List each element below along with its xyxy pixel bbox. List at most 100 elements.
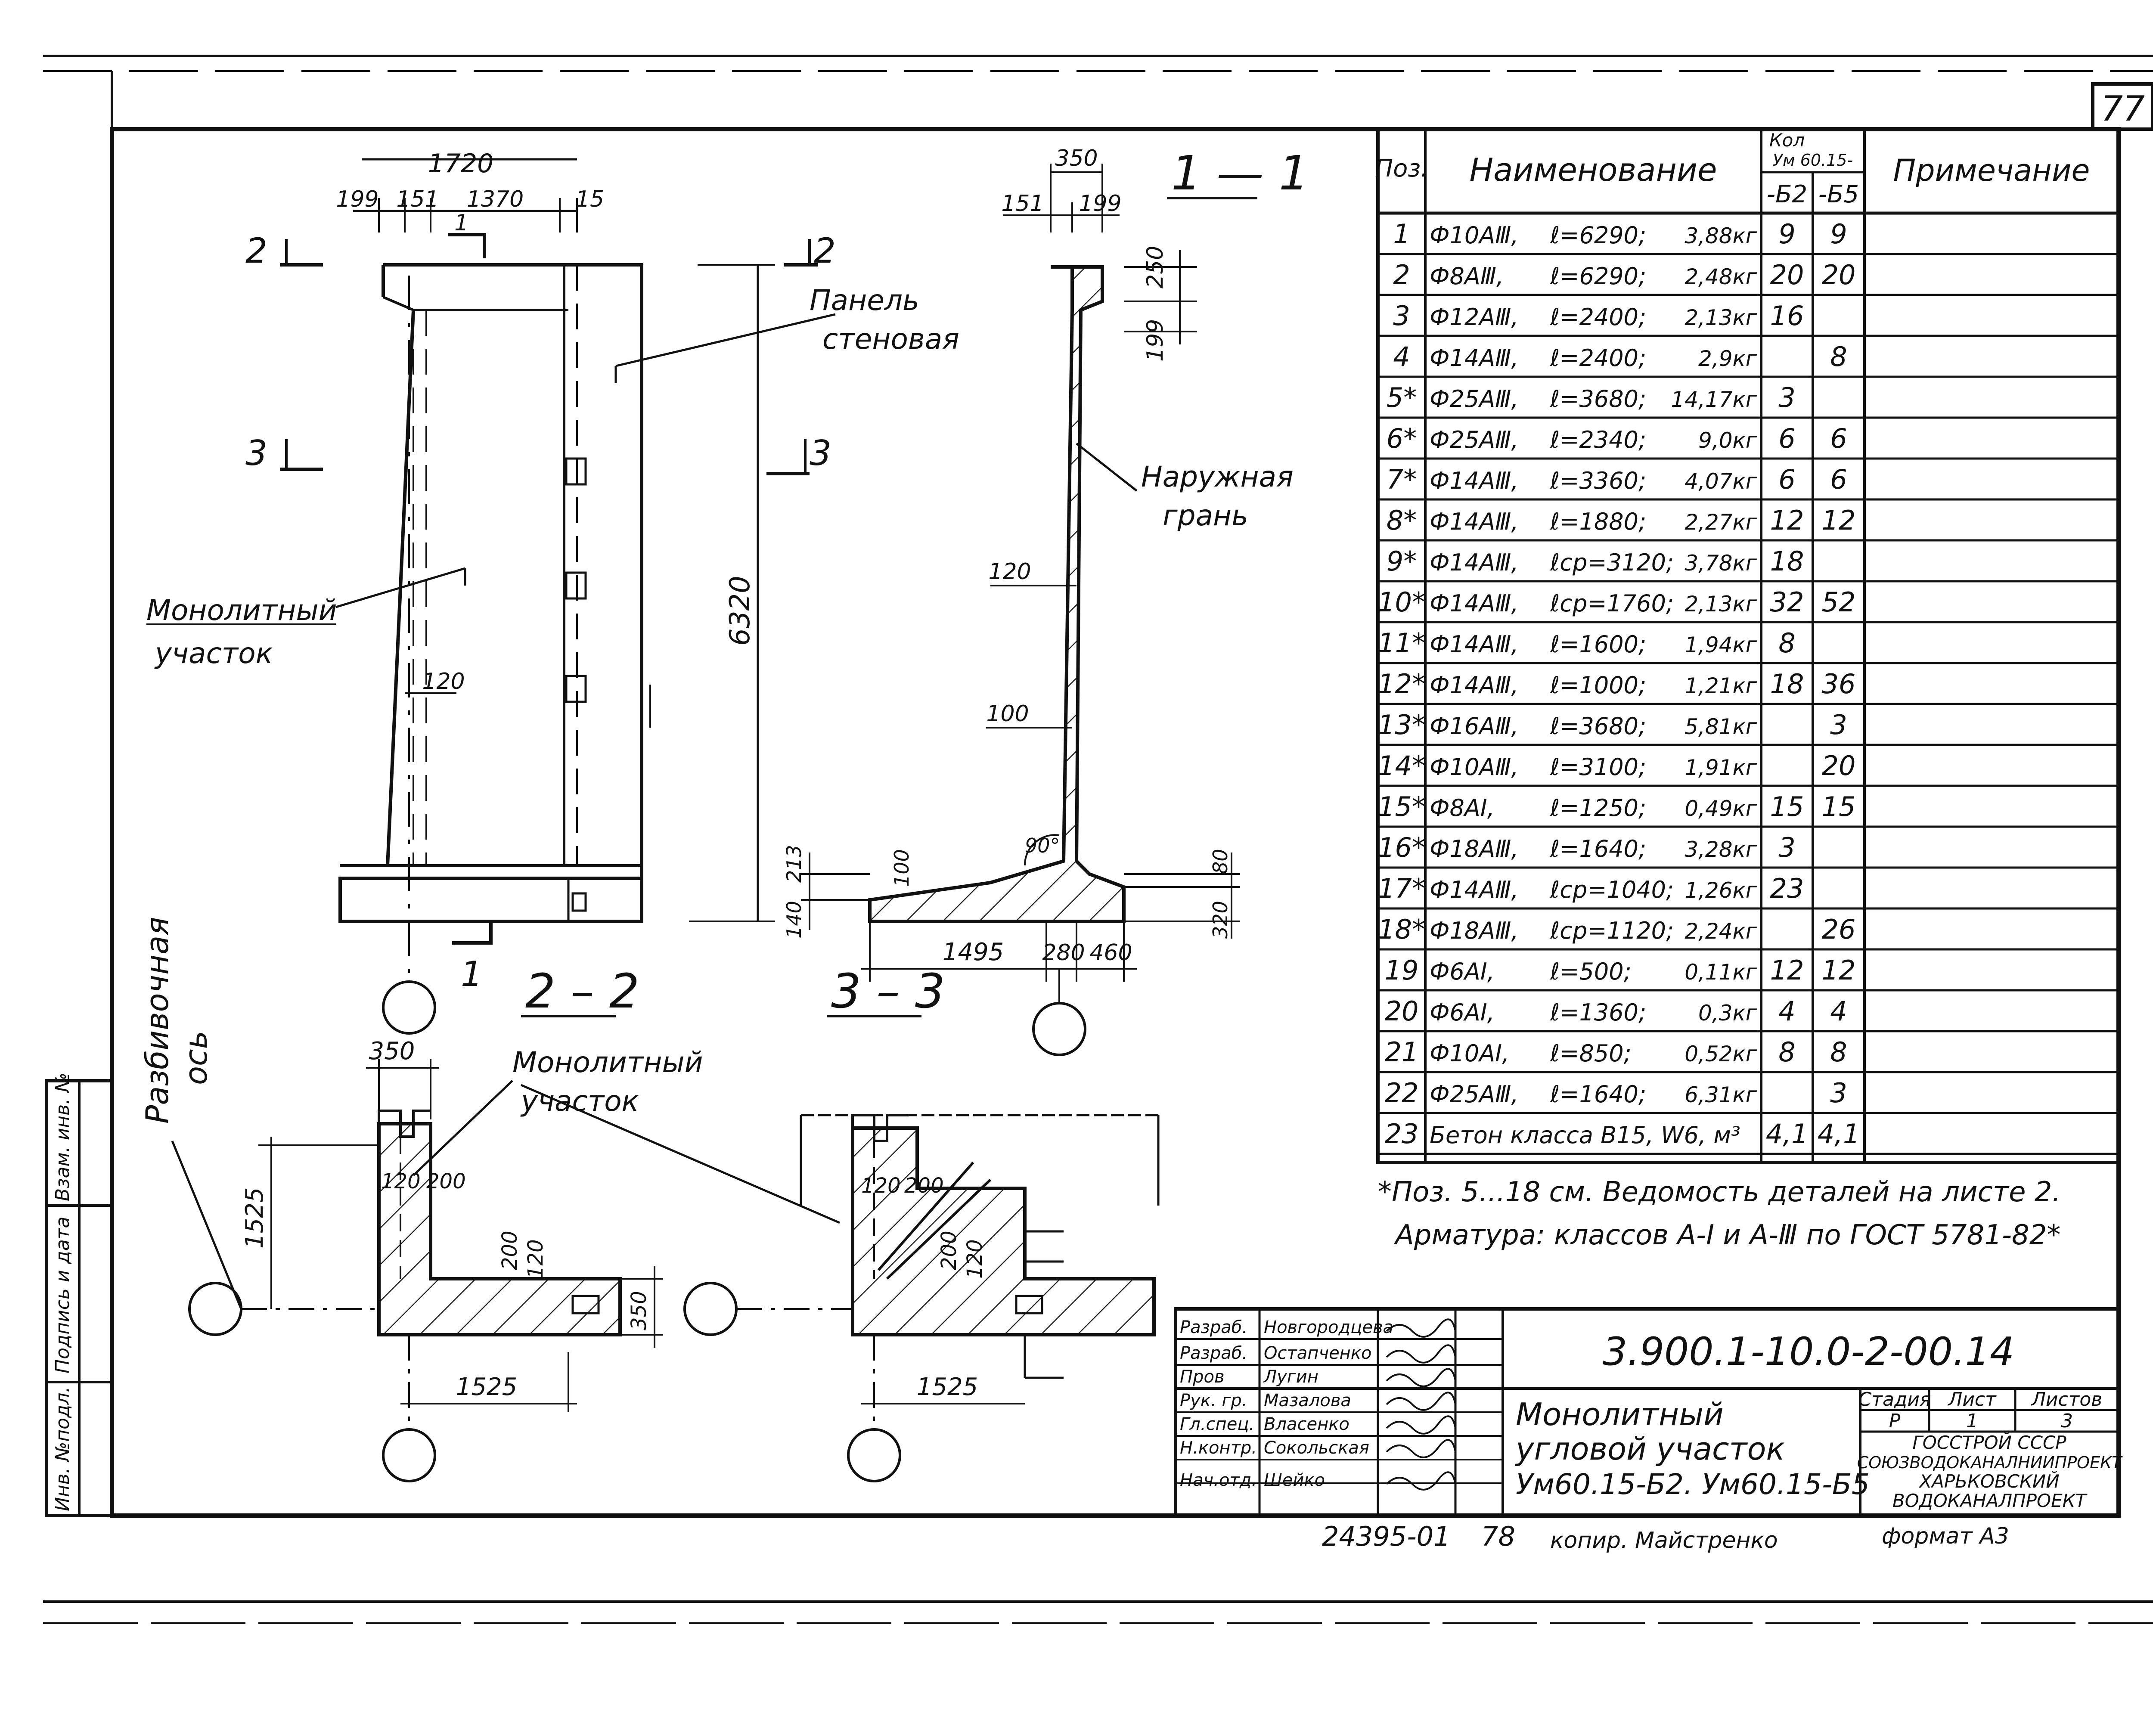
spec-qty-b5: 9: [1830, 218, 1847, 250]
plan-2-2-profile: [377, 1122, 622, 1336]
spec-qty-b2: 32: [1770, 586, 1804, 618]
spec-length: ℓ=6290;: [1550, 263, 1646, 290]
spec-qty-b5: 26: [1822, 914, 1856, 945]
spec-length: ℓ=3100;: [1550, 753, 1646, 781]
axis-marker-front: [382, 980, 436, 1035]
spec-qty-b5: 6: [1830, 464, 1847, 495]
sheet-value: 1: [1966, 1410, 1978, 1432]
org-line-1: ГОССТРОЙ СССР: [1912, 1432, 2066, 1453]
spec-mass: 1,94кг: [1685, 632, 1757, 657]
cut-3-right: 3: [810, 433, 831, 473]
dim-140: 140: [782, 901, 806, 939]
plan-2-2: Разбивочная ось 350 Монолитный участок 1…: [139, 917, 840, 1482]
spec-qty-b5: 36: [1822, 668, 1856, 700]
spec-qty-b5: 8: [1830, 1036, 1847, 1068]
spec-mass: 2,48кг: [1685, 264, 1757, 289]
spec-qty-b2: 8: [1778, 1036, 1795, 1068]
spec-mass: 1,26кг: [1685, 878, 1757, 903]
label-axis-2: ось: [178, 1031, 214, 1085]
header-name: Наименование: [1469, 152, 1717, 189]
signature-mark: [1386, 1392, 1456, 1411]
spec-qty-b2: 6: [1778, 464, 1795, 495]
dim-1525-vertical: 1525: [241, 1187, 269, 1249]
dim-15: 15: [576, 186, 604, 212]
label-monolith-plan-2: участок: [520, 1085, 639, 1118]
spec-bar: Ф16АⅢ,: [1430, 713, 1519, 740]
org-line-3: ХАРЬКОВСКИЙ: [1918, 1470, 2059, 1492]
spec-pos: 9*: [1387, 546, 1417, 577]
spec-length: ℓ=6290;: [1550, 222, 1646, 249]
spec-length: ℓ=500;: [1550, 958, 1632, 985]
spec-mass: 3,28кг: [1685, 837, 1757, 862]
spec-length: ℓ=3680;: [1550, 385, 1646, 412]
format-label: формат А3: [1882, 1523, 2009, 1549]
plan-3-3-profile: [851, 1126, 1156, 1336]
staff-name: Лугин: [1263, 1367, 1318, 1387]
spec-bar: Бетон класса В15, W6, м³: [1430, 1122, 1740, 1149]
org-line-4: ВОДОКАНАЛПРОЕКТ: [1892, 1490, 2088, 1511]
spec-length: ℓ=1250;: [1550, 794, 1646, 822]
spec-bar: Ф14АⅢ,: [1430, 672, 1519, 699]
spec-qty-b5: 12: [1822, 505, 1856, 536]
spec-length: ℓср=1040;: [1550, 876, 1674, 903]
spec-qty-b2: 12: [1770, 955, 1804, 986]
header-b5: -Б5: [1818, 180, 1859, 208]
spec-length: ℓср=1120;: [1550, 917, 1674, 944]
note-line-1: *Поз. 5...18 см. Ведомость деталей на ли…: [1378, 1176, 2061, 1208]
label-monolith-2: участок: [154, 637, 273, 670]
label-panel-2: стеновая: [822, 322, 959, 356]
scan-edge-lines: [43, 55, 2153, 1624]
spec-length: ℓ=1880;: [1550, 508, 1646, 535]
spec-qty-b5: 3: [1830, 709, 1847, 741]
dim-250: 250: [1142, 246, 1168, 288]
cut-3-left: 3: [245, 433, 267, 473]
copied-by: копир. Майстренко: [1550, 1528, 1778, 1553]
spec-qty-b5: 4,1: [1818, 1118, 1860, 1150]
dim-460: 460: [1089, 940, 1132, 966]
spec-pos: 13*: [1378, 709, 1425, 741]
spec-qty-b2: 20: [1770, 259, 1804, 291]
spec-qty-b5: 20: [1822, 259, 1856, 291]
section-2-2-title: 2 – 2: [525, 964, 639, 1019]
signature-mark: [1386, 1368, 1456, 1387]
front-view: 1720 199 151 1370 15 1 2 3 120: [146, 149, 959, 1035]
dim-1495: 1495: [943, 938, 1004, 966]
spec-length: ℓ=850;: [1550, 1040, 1632, 1067]
dim-120-plan3-v: 120: [963, 1239, 987, 1279]
spec-bar: Ф6АⅠ,: [1430, 958, 1495, 985]
spec-pos: 10*: [1378, 586, 1425, 618]
spec-pos: 17*: [1378, 873, 1425, 904]
dim-151: 151: [396, 186, 439, 212]
spec-qty-b2: 9: [1778, 218, 1795, 250]
side-stamp: Инв. №подл. Подпись и дата Взам. инв. №: [45, 1073, 114, 1517]
dim-1525-horizontal: 1525: [456, 1373, 518, 1401]
title-block: Разраб.НовгородцеваРазраб.ОстапченкоПров…: [1174, 1307, 2123, 1517]
signature-mark: [1386, 1415, 1456, 1435]
header-note: Примечание: [1893, 153, 2090, 188]
spec-length: ℓ=2400;: [1550, 304, 1646, 331]
spec-qty-b5: 15: [1822, 791, 1856, 822]
axis-marker-plan3-left: [683, 1282, 738, 1336]
spec-mass: 2,27кг: [1685, 510, 1757, 535]
side-stamp-inv: Инв. №подл.: [52, 1386, 74, 1511]
staff-name: Сокольская: [1264, 1438, 1369, 1458]
dim-200-plan-v: 200: [498, 1231, 522, 1270]
spec-bar: Ф14АⅢ,: [1430, 631, 1519, 658]
spec-pos: 5*: [1387, 382, 1417, 413]
signature-mark: [1386, 1471, 1456, 1491]
spec-bar: Ф25АⅢ,: [1430, 385, 1519, 412]
dim-200-plan3: 200: [904, 1174, 944, 1198]
spec-pos: 23: [1385, 1118, 1419, 1150]
spec-bar: Ф8АⅢ,: [1430, 263, 1504, 290]
spec-qty-b2: 8: [1778, 627, 1795, 659]
spec-pos: 21: [1385, 1036, 1419, 1068]
spec-pos: 8*: [1387, 505, 1417, 536]
label-outer-face-2: грань: [1163, 499, 1248, 532]
axis-marker-plan-left: [188, 1282, 242, 1336]
spec-bar: Ф14АⅢ,: [1430, 467, 1519, 494]
spec-pos: 20: [1385, 995, 1419, 1027]
staff-role: Разраб.: [1180, 1343, 1247, 1363]
spec-pos: 14*: [1378, 750, 1425, 781]
staff-role: Рук. гр.: [1180, 1391, 1247, 1410]
